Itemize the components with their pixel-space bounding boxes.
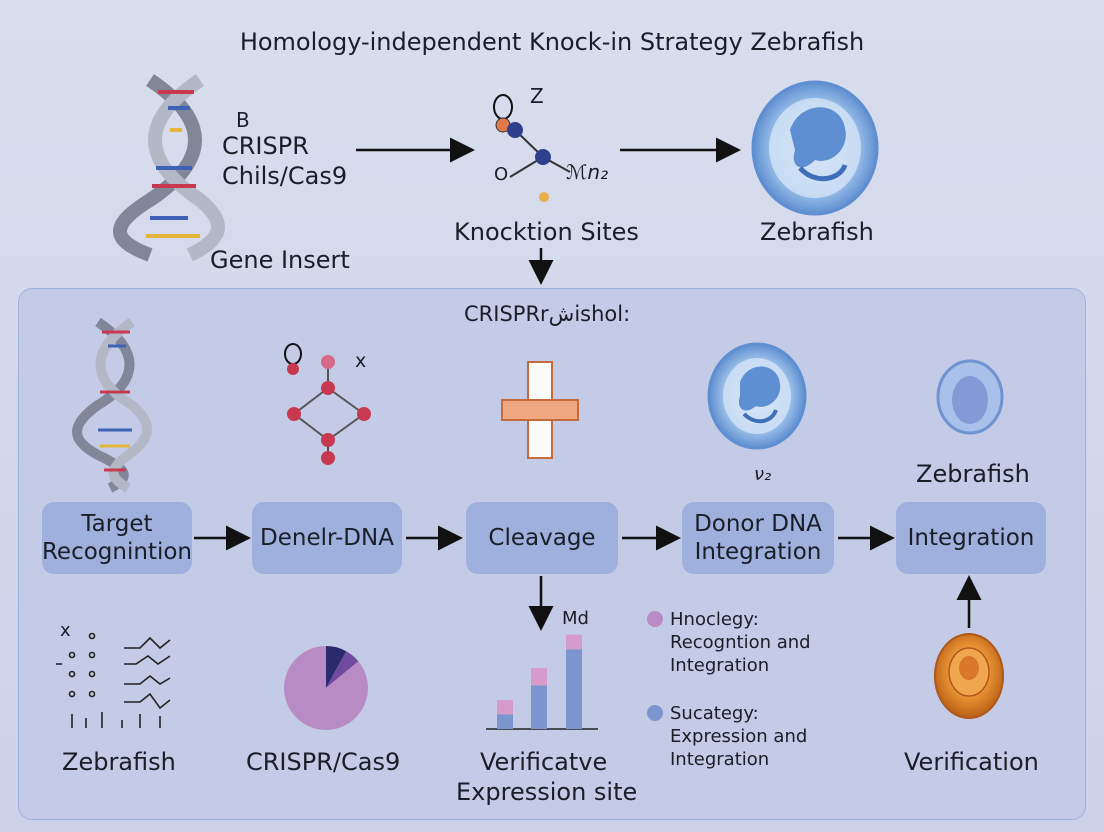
step-4-line2: Integration xyxy=(694,539,822,565)
o-label: O xyxy=(494,164,509,185)
md-label: Md xyxy=(562,608,589,629)
small-embryo-icon xyxy=(936,359,1004,435)
z-label: Z xyxy=(530,84,544,108)
nu-label: ν₂ xyxy=(754,464,772,485)
verif-line1: Verificatve xyxy=(480,748,608,776)
step-donor-dna: Denelr-DNA xyxy=(252,502,402,574)
mol-label: ℳn₂ xyxy=(566,160,609,184)
bar-segment xyxy=(531,668,547,686)
step-integration: Integration xyxy=(896,502,1046,574)
dna-helix-icon xyxy=(113,74,226,262)
bar-segment xyxy=(566,649,582,729)
panel-dna-helix-icon xyxy=(72,317,152,493)
legend-2-line1: Sucategy: xyxy=(670,703,759,724)
legend-1-line1: Hnoclegy: xyxy=(670,609,759,630)
pie-slice xyxy=(326,651,359,688)
bottom-crispr-cas9-label: CRISPR/Cas9 xyxy=(246,748,401,776)
legend-2-line3: Integration xyxy=(670,749,770,770)
zebrafish-embryo-icon xyxy=(751,80,879,216)
verification-label: Verification xyxy=(904,748,1039,776)
knock-sites-label: Knocktion Sites xyxy=(454,218,639,246)
panel-x-mark: x xyxy=(355,350,367,372)
diagram-title: Homology-independent Knock-in Strategy Z… xyxy=(239,28,865,56)
bottom-zebrafish-label: Zebrafish xyxy=(62,748,176,776)
pie-chart xyxy=(284,646,368,731)
step-4-line1: Donor DNA xyxy=(694,511,822,537)
zebrafish-top-label: Zebrafish xyxy=(760,218,874,246)
legend-1-line3: Integration xyxy=(670,655,770,676)
panel-embryo-icon xyxy=(707,342,807,450)
panel-molecule-icon xyxy=(284,343,371,465)
gene-insert-label: Gene Insert xyxy=(210,246,350,274)
crispr-letter-label: B xyxy=(236,108,250,132)
legend-entry-1: Hnoclegy: Recogntion and Integration xyxy=(670,608,811,677)
verif-line2: Expression site xyxy=(456,778,638,806)
scatter-wave-icon xyxy=(56,632,171,728)
step-2-line1: Denelr-DNA xyxy=(260,525,394,551)
step-cleavage: Cleavage xyxy=(466,502,618,574)
molecule-icon xyxy=(493,94,571,202)
legend-entry-2: Sucategy: Expression and Integration xyxy=(670,702,807,771)
legend-dot-purple xyxy=(647,611,663,627)
step-1-line1: Target xyxy=(81,511,153,537)
legend-dot-blue xyxy=(647,705,663,721)
legend-1-line2: Recogntion and xyxy=(670,632,811,653)
crispr-label: CRISPR xyxy=(222,132,309,160)
step-1-line2: Recognintion xyxy=(41,539,193,565)
bar-segment xyxy=(566,634,582,650)
bar-segment xyxy=(531,685,547,729)
step-3-line1: Cleavage xyxy=(488,525,596,551)
bar-chart xyxy=(486,634,598,730)
step-5-line1: Integration xyxy=(907,525,1035,551)
cleavage-cross-icon xyxy=(501,361,579,459)
legend-2-line2: Expression and xyxy=(670,726,808,747)
orange-egg-icon xyxy=(934,633,1004,719)
bottom-x-mark: x xyxy=(60,620,71,641)
bar-segment xyxy=(497,714,513,729)
zebrafish-right-label: Zebrafish xyxy=(916,460,1030,488)
panel-title: CRISPRrشishol: xyxy=(464,302,631,326)
pie-slice xyxy=(284,646,368,731)
crispr-cas9-label: Chils/Cas9 xyxy=(222,162,348,190)
bar-segment xyxy=(497,700,513,715)
pie-slice xyxy=(326,646,347,688)
